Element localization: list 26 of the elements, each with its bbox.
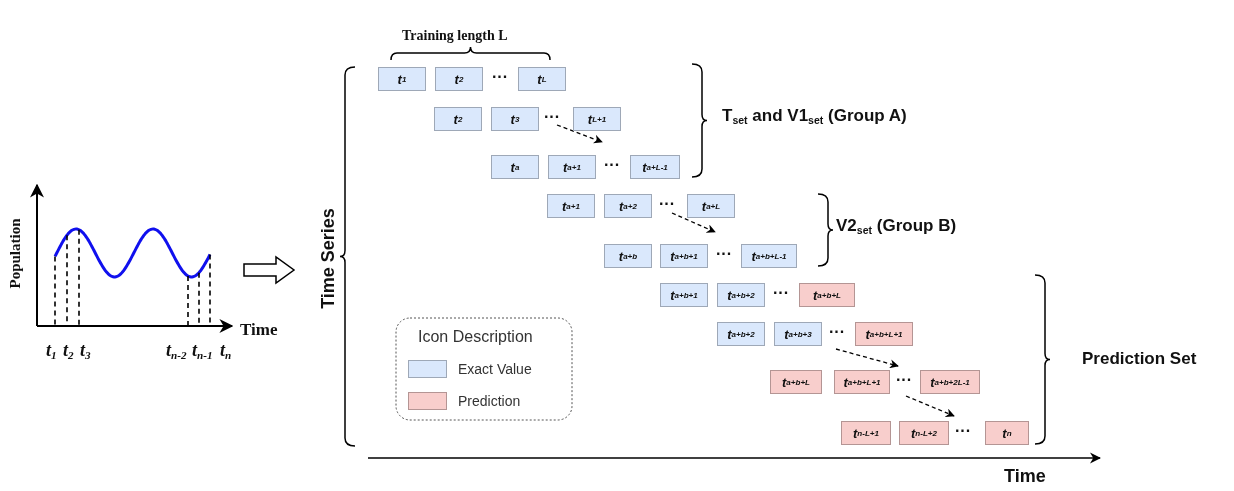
ellipsis: ··· [604,156,620,174]
time-label: t$_{1}$ [46,340,57,361]
ellipsis: ··· [716,245,732,263]
legend-label: Prediction [458,393,521,409]
ellipsis: ··· [955,422,971,440]
time-label: t$_{2}$ [63,340,74,361]
legend-label: Exact Value [458,361,532,377]
ellipsis: ··· [544,108,560,126]
time-label: t$_{n}$ [220,340,232,361]
time-label: t$_{n-1}$ [192,340,213,361]
axis-label: Time Series [317,208,339,309]
legend-title: Icon Description [418,328,533,346]
group-label: T$_{set}$ and V1$_{set}$ (Group A) [722,106,907,126]
time-label: t$_{3}$ [80,340,91,361]
time-label: t$_{n-2}$ [166,340,187,361]
axis-label: Time [240,320,278,340]
axis-label: Population [6,218,24,289]
group-label: V2$_{set}$ (Group B) [836,216,957,236]
brace-label: Training length L [402,28,508,44]
group-label: Prediction Set [1082,349,1197,369]
ellipsis: ··· [773,284,789,302]
ellipsis: ··· [492,68,508,86]
axis-label: Time [1004,466,1046,487]
ellipsis: ··· [829,323,845,341]
ellipsis: ··· [659,195,675,213]
ellipsis: ··· [896,371,912,389]
